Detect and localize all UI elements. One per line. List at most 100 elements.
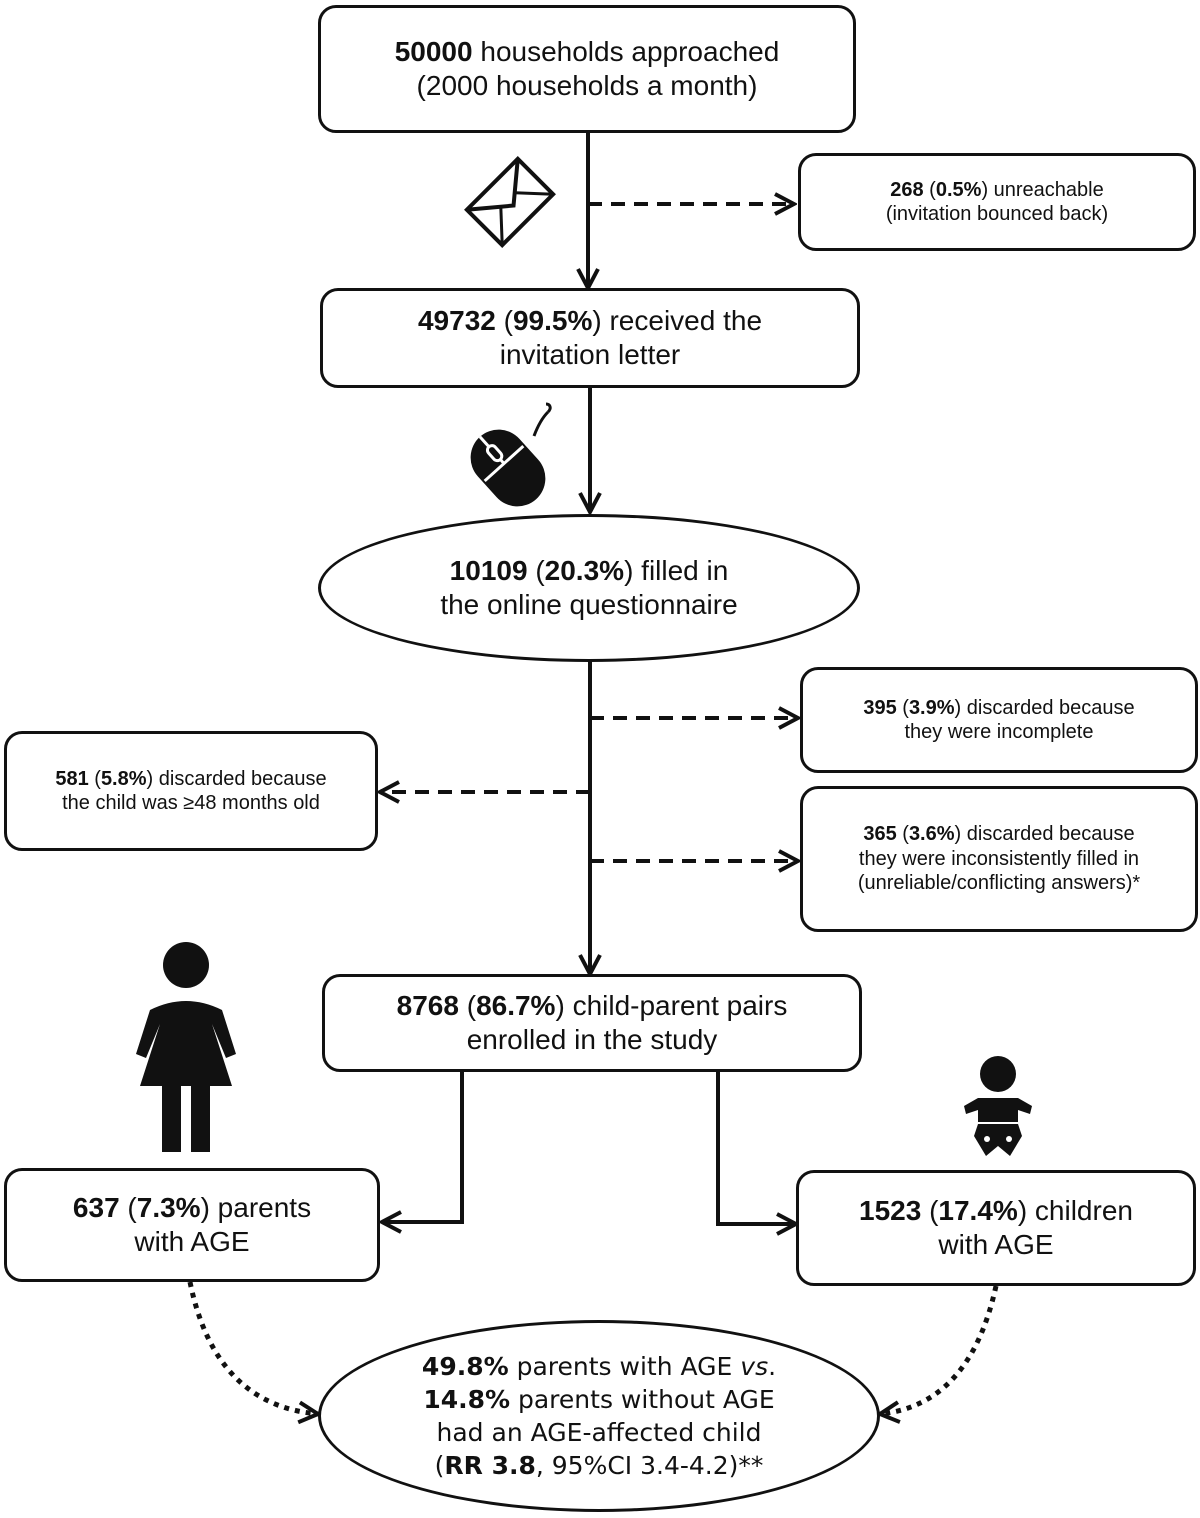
text-run: with AGE bbox=[938, 1229, 1054, 1260]
bold-run: 17.4% bbox=[938, 1194, 1018, 1226]
text-run: households approached bbox=[472, 35, 780, 67]
bold-run: 7.3% bbox=[136, 1191, 201, 1223]
arrow-children-to-result bbox=[880, 1285, 999, 1414]
text-run: they were incomplete bbox=[904, 721, 1094, 743]
node-text-line: the child was ≥48 months old bbox=[62, 791, 320, 815]
text-run: with AGE bbox=[134, 1226, 250, 1257]
bold-run: 3.9% bbox=[908, 696, 955, 719]
bold-run: RR 3.8 bbox=[444, 1451, 536, 1481]
text-run: ) discarded because bbox=[954, 696, 1135, 719]
bold-run: 20.3% bbox=[544, 554, 625, 586]
woman-icon bbox=[136, 942, 236, 1152]
italic-run: vs bbox=[740, 1351, 769, 1381]
text-run: ) discarded because bbox=[146, 767, 327, 790]
text-run: the child was ≥48 months old bbox=[62, 792, 320, 814]
text-run: ( bbox=[434, 1451, 445, 1481]
bold-run: 49732 bbox=[417, 304, 496, 336]
text-run: , 95%CI 3.4-4.2)** bbox=[535, 1451, 764, 1481]
arrow-parents-to-result bbox=[187, 1281, 318, 1414]
node-text-line: (RR 3.8, 95%CI 3.4-4.2)** bbox=[435, 1449, 764, 1482]
arrow-enrolled-to-parents bbox=[382, 1072, 464, 1222]
node-text-line: 8768 (86.7%) child-parent pairs bbox=[397, 989, 788, 1023]
households-approached-box: 50000 households approached(2000 househo… bbox=[318, 5, 856, 133]
text-run: ) children bbox=[1017, 1194, 1133, 1226]
envelope-icon bbox=[464, 156, 556, 248]
node-text-line: 395 (3.9%) discarded because bbox=[863, 696, 1134, 720]
bold-run: 8768 bbox=[396, 989, 459, 1021]
text-run: the online questionnaire bbox=[440, 589, 738, 620]
node-text-line: 1523 (17.4%) children bbox=[859, 1194, 1133, 1228]
node-text-line: the online questionnaire bbox=[440, 588, 737, 622]
text-run: ( bbox=[896, 823, 909, 846]
text-run: ( bbox=[923, 178, 936, 201]
text-run: ) child-parent pairs bbox=[555, 989, 788, 1021]
bold-run: 637 bbox=[72, 1191, 120, 1223]
node-text-line: they were inconsistently filled in bbox=[859, 847, 1139, 871]
node-text-line: with AGE bbox=[938, 1228, 1053, 1262]
node-text-line: 581 (5.8%) discarded because bbox=[55, 767, 326, 791]
text-run: invitation letter bbox=[499, 339, 681, 370]
node-text-line: 268 (0.5%) unreachable bbox=[890, 178, 1104, 202]
node-text-line: 49732 (99.5%) received the bbox=[418, 304, 762, 338]
result-ellipse: 49.8% parents with AGE vs.14.8% parents … bbox=[318, 1320, 880, 1512]
text-run: ) filled in bbox=[624, 554, 729, 586]
text-run: ( bbox=[527, 554, 545, 586]
text-run: ( bbox=[896, 696, 909, 719]
bold-run: 395 bbox=[863, 696, 897, 719]
text-run: (2000 households a month) bbox=[416, 70, 758, 101]
text-run: ( bbox=[458, 989, 477, 1021]
text-run: parents without AGE bbox=[510, 1384, 775, 1414]
text-run: they were inconsistently filled in bbox=[858, 847, 1140, 870]
bold-run: 268 bbox=[890, 178, 924, 201]
text-run: . bbox=[768, 1351, 777, 1381]
text-run: ( bbox=[119, 1191, 137, 1223]
node-text-line: invitation letter bbox=[500, 338, 681, 372]
node-text-line: 14.8% parents without AGE bbox=[423, 1383, 774, 1416]
text-run: enrolled in the study bbox=[466, 1024, 718, 1055]
text-run: ) parents bbox=[200, 1191, 312, 1223]
arrow-enrolled-to-children bbox=[716, 1072, 796, 1224]
bold-run: 581 bbox=[55, 767, 89, 790]
text-run: had an AGE-affected child bbox=[436, 1418, 762, 1447]
node-text-line: with AGE bbox=[134, 1225, 249, 1259]
node-text-line: enrolled in the study bbox=[467, 1023, 718, 1057]
node-text-line: 49.8% parents with AGE vs. bbox=[422, 1350, 776, 1383]
text-run: ( bbox=[495, 304, 513, 336]
baby-icon bbox=[964, 1056, 1032, 1156]
text-run: ) unreachable bbox=[981, 178, 1104, 201]
bold-run: 5.8% bbox=[100, 767, 147, 790]
unreachable-box: 268 (0.5%) unreachable(invitation bounce… bbox=[798, 153, 1196, 251]
node-text-line: they were incomplete bbox=[905, 720, 1094, 744]
bold-run: 1523 bbox=[859, 1194, 922, 1226]
node-text-line: (invitation bounced back) bbox=[886, 202, 1108, 226]
node-text-line: (2000 households a month) bbox=[417, 69, 758, 103]
node-text-line: 10109 (20.3%) filled in bbox=[450, 554, 729, 588]
computer-mouse-icon bbox=[470, 402, 552, 507]
node-text-line: 50000 households approached bbox=[395, 35, 780, 69]
node-text-line: 637 (7.3%) parents bbox=[73, 1191, 311, 1225]
bold-run: 0.5% bbox=[935, 178, 982, 201]
bold-run: 49.8% bbox=[421, 1351, 509, 1381]
bold-run: 14.8% bbox=[423, 1384, 511, 1414]
node-text-line: had an AGE-affected child bbox=[437, 1416, 762, 1449]
text-run: ) discarded because bbox=[954, 823, 1135, 846]
text-run: ( bbox=[921, 1194, 939, 1226]
text-run: (invitation bounced back) bbox=[885, 203, 1109, 225]
bold-run: 3.6% bbox=[908, 823, 955, 846]
text-run: ( bbox=[88, 767, 101, 790]
bold-run: 365 bbox=[863, 823, 897, 846]
bold-run: 50000 bbox=[394, 35, 473, 67]
text-run: ) received the bbox=[592, 304, 763, 336]
bold-run: 86.7% bbox=[476, 989, 556, 1021]
text-run: (unreliable/conflicting answers)* bbox=[857, 872, 1141, 895]
bold-run: 10109 bbox=[449, 554, 528, 586]
